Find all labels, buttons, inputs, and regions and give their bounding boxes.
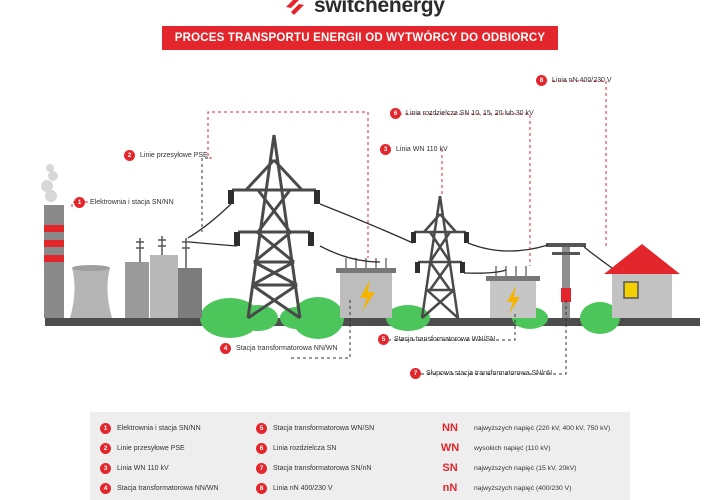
- callout-number: 1: [74, 197, 85, 208]
- pole-transformer: [546, 243, 586, 318]
- switch-logo-icon: [286, 0, 304, 15]
- wn-transmission-tower: [414, 195, 466, 319]
- power-plant: [41, 164, 202, 318]
- brand-logo: switchenergy: [282, 0, 445, 18]
- callout-6: 6 Linia rozdzielcza SN 10, 15, 20 lub 30…: [390, 108, 534, 119]
- house: [604, 244, 680, 318]
- callout-label: Słupowa stacja transformatorowa SN/nN: [426, 370, 553, 377]
- callout-leaders: [71, 80, 607, 266]
- callout-number: 8: [536, 75, 547, 86]
- lightning-icon: [507, 286, 520, 314]
- callout-label: Stacja transformatorowa WN/SN: [394, 336, 496, 343]
- nn-insulators: [228, 190, 320, 246]
- callout-leaders-dark: [201, 157, 567, 375]
- callout-5: 5 Stacja transformatorowa WN/SN: [378, 334, 495, 345]
- callout-label: Linie przesyłowe PSE: [140, 152, 208, 159]
- callout-1: 1 Elektrownia i stacja SN/NN: [74, 197, 174, 208]
- callout-4: 4 Stacja transformatorowa NN/WN: [220, 343, 338, 354]
- callout-number: 3: [380, 144, 391, 155]
- callout-label: Elektrownia i stacja SN/NN: [90, 199, 174, 206]
- callout-label: Linia WN 110 kV: [396, 146, 448, 153]
- power-lines: [187, 203, 613, 274]
- nn-wn-substation: [336, 258, 396, 318]
- page-title: PROCES TRANSPORTU ENERGII OD WYTWÓRCY DO…: [162, 26, 558, 50]
- smoke: [41, 164, 58, 202]
- ground-line: [45, 318, 700, 326]
- callout-number: 6: [390, 108, 401, 119]
- callout-label: Stacja transformatorowa NN/WN: [236, 345, 338, 352]
- callout-number: 5: [378, 334, 389, 345]
- energy-scene: [41, 80, 700, 375]
- lightning-icon: [360, 280, 375, 312]
- callout-number: 2: [124, 150, 135, 161]
- callout-label: Linia nN 400/230 V: [552, 77, 612, 84]
- callout-number: 7: [410, 368, 421, 379]
- callout-8: 8 Linia nN 400/230 V: [536, 75, 612, 86]
- callout-label: Linia rozdzielcza SN 10, 15, 20 lub 30 k…: [406, 110, 534, 117]
- callout-2: 2 Linie przesyłowe PSE: [124, 150, 208, 161]
- callout-number: 4: [220, 343, 231, 354]
- wn-insulators: [411, 232, 469, 273]
- brand-name: switchenergy: [314, 0, 445, 17]
- callout-3: 3 Linia WN 110 kV: [380, 144, 448, 155]
- nn-transmission-tower: [232, 134, 316, 320]
- callout-7: 7 Słupowa stacja transformatorowa SN/nN: [410, 368, 552, 379]
- wn-sn-substation: [486, 266, 540, 318]
